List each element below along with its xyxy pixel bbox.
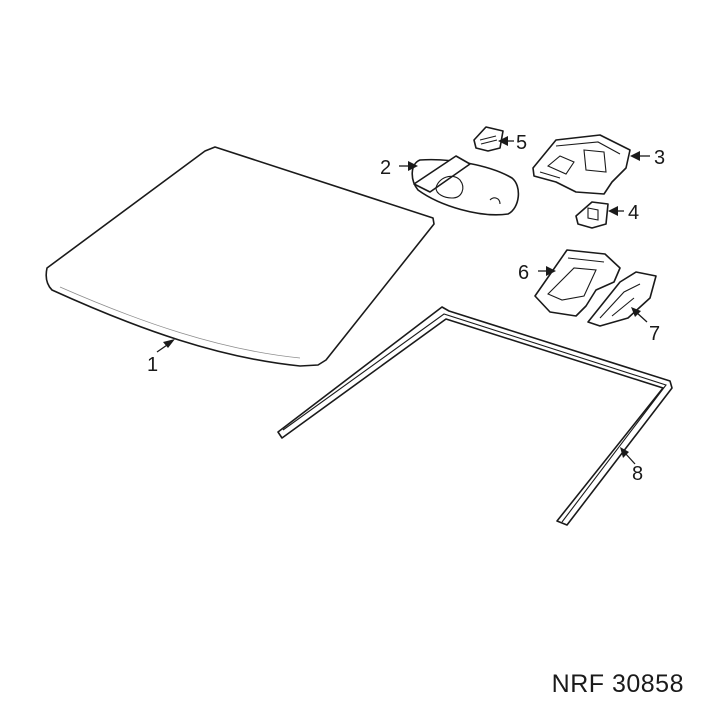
sensor-cover [473, 126, 504, 152]
mounting-bracket [532, 134, 631, 195]
leader-line-8 [620, 447, 636, 465]
callout-6: 6 [518, 262, 529, 284]
rearview-mirror [411, 155, 520, 216]
callout-3: 3 [654, 147, 665, 169]
bracket-plate [534, 249, 621, 317]
callout-5: 5 [516, 132, 527, 154]
leader-line-2 [399, 161, 418, 171]
leader-line-5 [498, 136, 514, 146]
leader-line-1 [156, 339, 175, 353]
leader-line-3 [630, 151, 650, 161]
callout-2: 2 [380, 157, 391, 179]
callout-8: 8 [632, 463, 643, 485]
leader-line-6 [538, 266, 556, 276]
leader-line-4 [608, 206, 624, 216]
windshield-glass [45, 146, 435, 367]
callout-4: 4 [628, 202, 639, 224]
windshield-molding [277, 306, 673, 526]
mirror-mount-clip [575, 201, 609, 229]
trim-cover [587, 271, 657, 327]
part-number-label: NRF 30858 [551, 670, 684, 698]
callout-7: 7 [649, 323, 660, 345]
leader-line-7 [631, 307, 648, 323]
callout-1: 1 [147, 354, 158, 376]
